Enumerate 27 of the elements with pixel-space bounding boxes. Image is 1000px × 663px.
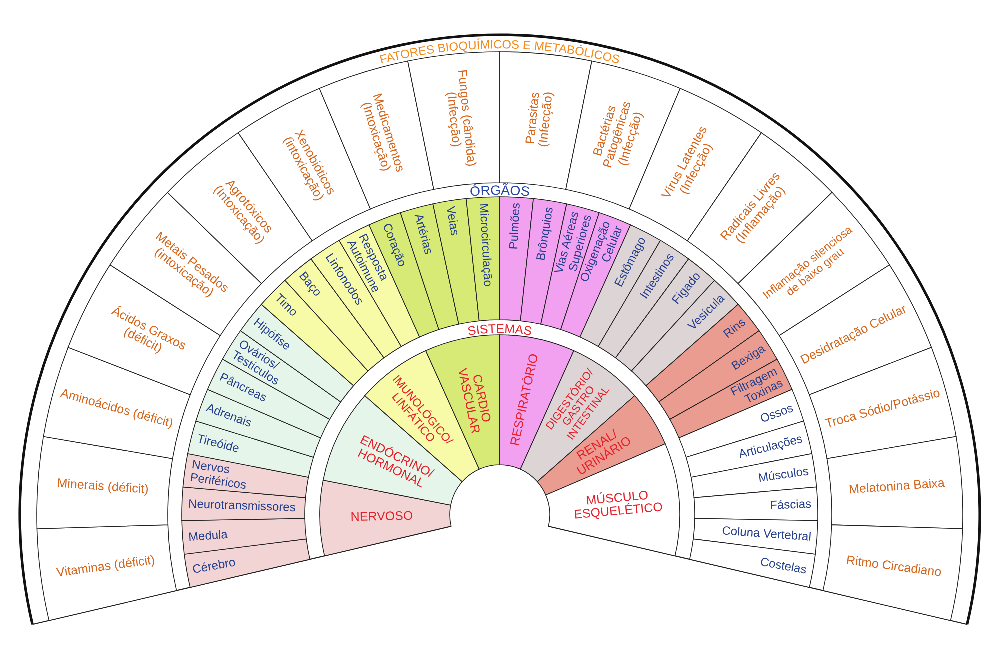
segment-label: Neurotransmissores <box>188 498 297 514</box>
segment-label: Veias <box>444 206 462 239</box>
segment-label: Rins <box>721 316 748 342</box>
segment-label: Brônquios <box>534 206 556 262</box>
segment-label: Costelas <box>758 555 808 576</box>
segment-label: Microcirculação <box>477 203 494 289</box>
segment-label: Minerais (déficit) <box>56 477 150 498</box>
segment-label: Pulmões <box>508 203 523 252</box>
segment-label: Fáscias <box>769 498 812 512</box>
segment-label: Ritmo Circadiano <box>845 554 944 580</box>
segment-label: Coluna Vertebral <box>720 524 812 544</box>
segment-label: Cérebro <box>192 556 238 576</box>
ring-title: ÓRGÃOS <box>470 182 531 200</box>
segment-label: Parasitas (Infecção) <box>524 90 556 150</box>
segment-label: Artérias <box>412 212 436 258</box>
ring-title: SISTEMAS <box>466 322 534 339</box>
segment-label: Músculos <box>756 465 810 485</box>
segment-label: CARDIO VASCULAR <box>455 366 495 436</box>
segment-label: Melatonina Baixa <box>848 477 946 498</box>
segment-label: Ossos <box>758 401 795 426</box>
segment-label: Fungos (cândida) (Infecção) <box>444 68 478 170</box>
segment-label: Nervos Periféricos <box>189 458 248 492</box>
segment-label: NERVOSO <box>350 510 414 524</box>
segment-label: MÚSCULO ESQUELÉTICO <box>572 488 664 522</box>
segment-label: Vitaminas (déficit) <box>54 554 157 580</box>
segment-label: Tireóide <box>196 432 242 456</box>
segment-label: Medula <box>188 528 230 544</box>
